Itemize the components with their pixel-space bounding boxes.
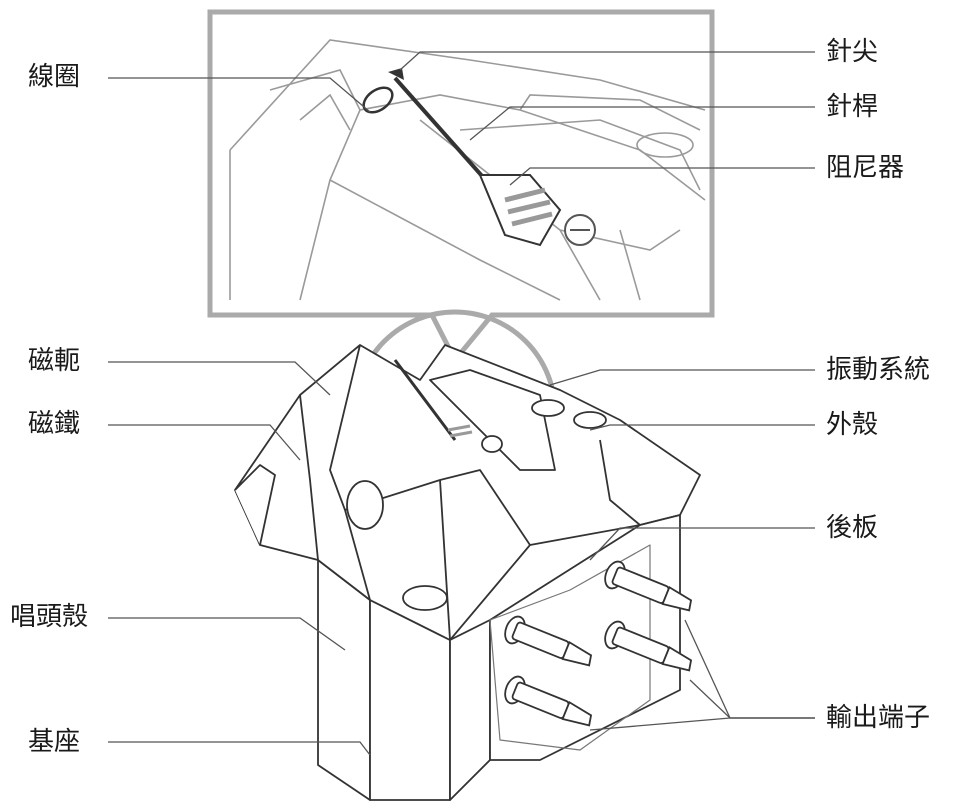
cartridge-body [234, 344, 701, 801]
cantilever-detail [362, 68, 596, 247]
label-cartridge-body: 唱頭殼 [10, 602, 89, 632]
label-stylus-tip: 針尖 [826, 37, 879, 67]
label-damper: 阻尼器 [826, 153, 905, 183]
label-pole-piece: 磁軛 [28, 346, 81, 376]
label-magnet: 磁鐵 [28, 409, 81, 439]
label-back-plate: 後板 [826, 513, 879, 543]
label-cantilever: 針桿 [826, 92, 879, 122]
output-terminal-pins [504, 560, 693, 727]
magnified-callout [207, 9, 715, 365]
label-output-terminals: 輸出端子 [826, 703, 931, 733]
label-housing: 外殼 [826, 410, 879, 440]
label-vibration-system: 振動系統 [826, 355, 931, 385]
leader-lines [108, 51, 815, 756]
label-coil: 線圈 [28, 62, 81, 92]
label-base: 基座 [28, 727, 81, 757]
